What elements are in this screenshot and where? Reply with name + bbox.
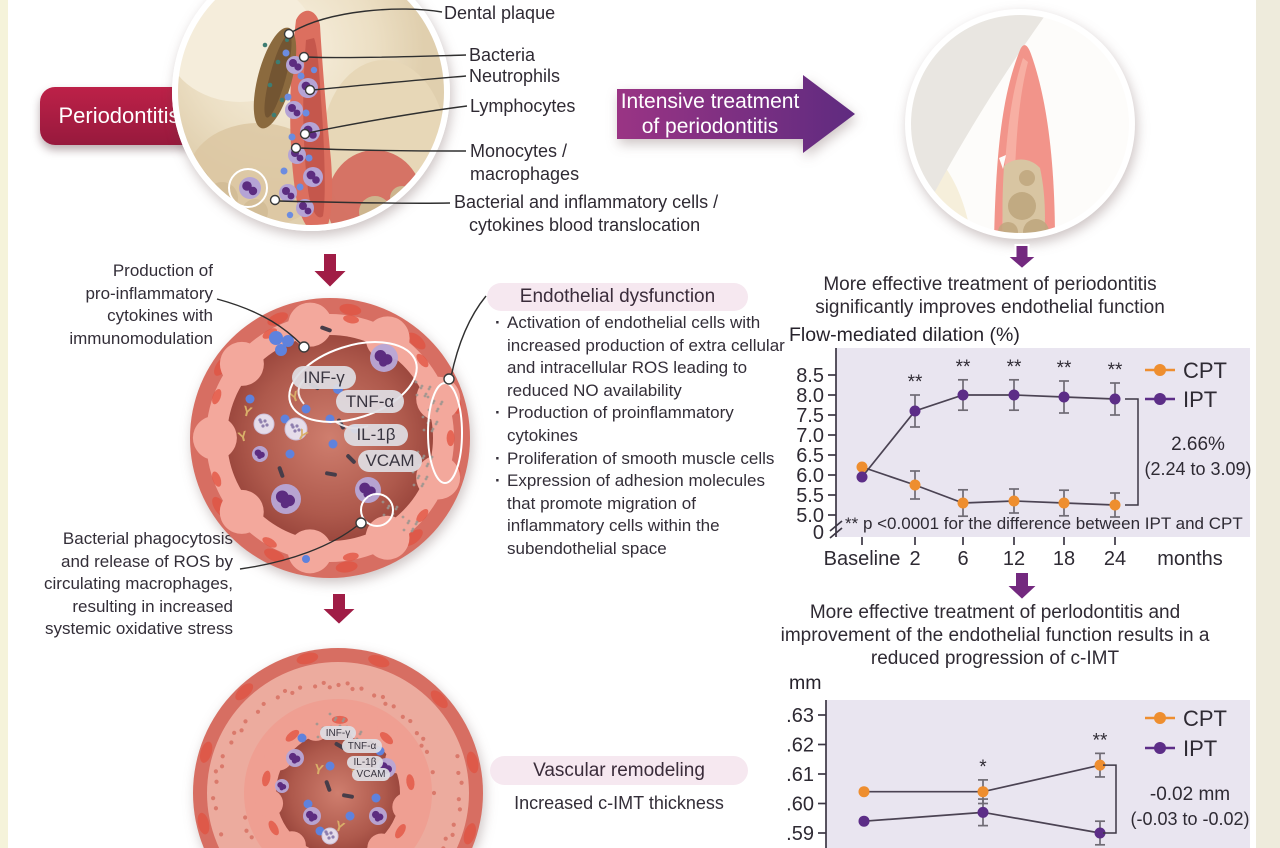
periodontitis-badge-label: Periodontitis: [58, 103, 180, 128]
svg-text:0.59: 0.59: [786, 823, 814, 845]
bullet-item: Activation of endothelial cells with inc…: [494, 312, 786, 402]
svg-text:**: **: [956, 357, 971, 378]
label-bacteria: Bacteria: [469, 45, 536, 65]
vessel1-label-tnf: TNF-α: [336, 390, 404, 413]
vessel1-label-vcam: VCAM: [358, 450, 422, 472]
label-lymphocytes: Lymphocytes: [470, 96, 576, 116]
svg-text:CPT: CPT: [1183, 706, 1227, 731]
svg-text:**: **: [908, 372, 923, 393]
svg-text:0: 0: [813, 522, 824, 544]
svg-text:**: **: [1093, 730, 1108, 751]
heading-cimt: More effective treatment of perlodontiti…: [780, 602, 1210, 669]
down-arrow-maroon-1: [309, 252, 351, 290]
diseased-tooth-illustration: [172, 0, 450, 231]
svg-text:IPT: IPT: [1183, 387, 1217, 412]
svg-text:0.62: 0.62: [786, 735, 814, 757]
note-cytokine-production: Production of pro-inflammatory cytokines…: [69, 261, 213, 348]
svg-text:**: **: [1057, 358, 1072, 379]
bullet-item: Expression of adhesion molecules that pr…: [494, 470, 786, 560]
vessel2-label-vcam: VCAM: [352, 768, 390, 781]
bullet-item: Proliferation of smooth muscle cells: [494, 448, 786, 471]
svg-text:24: 24: [1104, 548, 1126, 570]
svg-text:Y: Y: [313, 760, 326, 777]
chart2-ylabel: mm: [789, 672, 822, 694]
vessel1-label-il1b: IL-1β: [344, 424, 408, 446]
heading-endothelial-function: More effective treatment of periodontiti…: [815, 274, 1165, 318]
svg-text:**: **: [1007, 357, 1022, 378]
svg-text:2: 2: [909, 548, 920, 570]
svg-text:6: 6: [957, 548, 968, 570]
svg-text:5.5: 5.5: [796, 485, 824, 507]
chart1-title: Flow-mediated dilation (%): [789, 324, 1020, 346]
svg-text:8.5: 8.5: [796, 365, 824, 387]
svg-text:months: months: [1157, 548, 1223, 570]
intensive-treatment-arrow: [617, 75, 855, 153]
left-edge-strip: [0, 0, 8, 848]
vascular-remodeling-pill: Vascular remodeling: [490, 756, 748, 785]
svg-text:**: **: [1108, 360, 1123, 381]
svg-text:2.66%: 2.66%: [1171, 434, 1225, 455]
note-bacterial-phagocytosis: Bacterial phagocytosis and release of RO…: [44, 529, 233, 638]
label-translocation-line2: cytokines blood translocation: [469, 215, 701, 235]
endothelial-dysfunction-bullets: Activation of endothelial cells with inc…: [494, 312, 786, 561]
vessel2-label-ifn: INF-γ: [320, 726, 356, 740]
svg-text:0.61: 0.61: [786, 764, 814, 786]
svg-text:Baseline: Baseline: [824, 548, 901, 570]
treatment-arrow-line2: of periodontitis: [641, 115, 779, 138]
periodontitis-badge: Periodontitis: [40, 87, 198, 145]
label-monocytes: Monocytes / macrophages: [470, 140, 579, 186]
svg-text:0.60: 0.60: [786, 794, 814, 816]
svg-text:6.5: 6.5: [796, 445, 824, 467]
label-monocytes-line2: macrophages: [470, 164, 580, 184]
svg-text:6.0: 6.0: [796, 465, 824, 487]
vessel2-label-tnf: TNF-α: [342, 739, 382, 753]
treatment-arrow-line1: Intensive treatment: [620, 90, 800, 113]
svg-text:18: 18: [1053, 548, 1075, 570]
svg-text:CPT: CPT: [1183, 358, 1227, 383]
svg-text:** p <0.0001 for the differenc: ** p <0.0001 for the difference between …: [845, 514, 1243, 533]
svg-text:7.0: 7.0: [796, 425, 824, 447]
label-neutrophils: Neutrophils: [469, 66, 561, 86]
svg-text:0.63: 0.63: [786, 705, 814, 727]
svg-text:(-0.03 to -0.02): (-0.03 to -0.02): [1130, 809, 1249, 829]
right-edge-strip: [1256, 0, 1280, 848]
svg-text:(2.24 to 3.09): (2.24 to 3.09): [1144, 459, 1251, 479]
label-dental-plaque: Dental plaque: [444, 3, 556, 23]
svg-text:5.0: 5.0: [796, 505, 824, 527]
svg-text:12: 12: [1003, 548, 1025, 570]
vascular-remodeling-subtitle: Increased c-IMT thickness: [514, 793, 724, 813]
down-arrow-purple-1: [1004, 244, 1040, 271]
vessel1-label-ifn: INF-γ: [292, 366, 356, 389]
endothelial-dysfunction-pill: Endothelial dysfunction: [487, 283, 748, 311]
down-arrow-maroon-2: [318, 592, 360, 627]
svg-text:-0.02 mm: -0.02 mm: [1150, 784, 1230, 805]
vessel2-label-il1b: IL-1β: [347, 756, 383, 769]
treatment-arrow-text: Intensive treatment of periodontitis: [617, 89, 803, 139]
remodeled-vessel-cross-section: YYY: [193, 648, 483, 848]
svg-text:8.0: 8.0: [796, 385, 824, 407]
bullet-item: Production of proinflammatory cytokines: [494, 402, 786, 447]
svg-text:7.5: 7.5: [796, 405, 824, 427]
svg-text:IPT: IPT: [1183, 736, 1217, 761]
healthy-tooth-illustration: [905, 9, 1135, 239]
label-monocytes-line1: Monocytes /: [470, 141, 568, 161]
label-translocation-line1: Bacterial and inflammatory cells /: [454, 192, 719, 212]
svg-text:*: *: [979, 757, 987, 778]
